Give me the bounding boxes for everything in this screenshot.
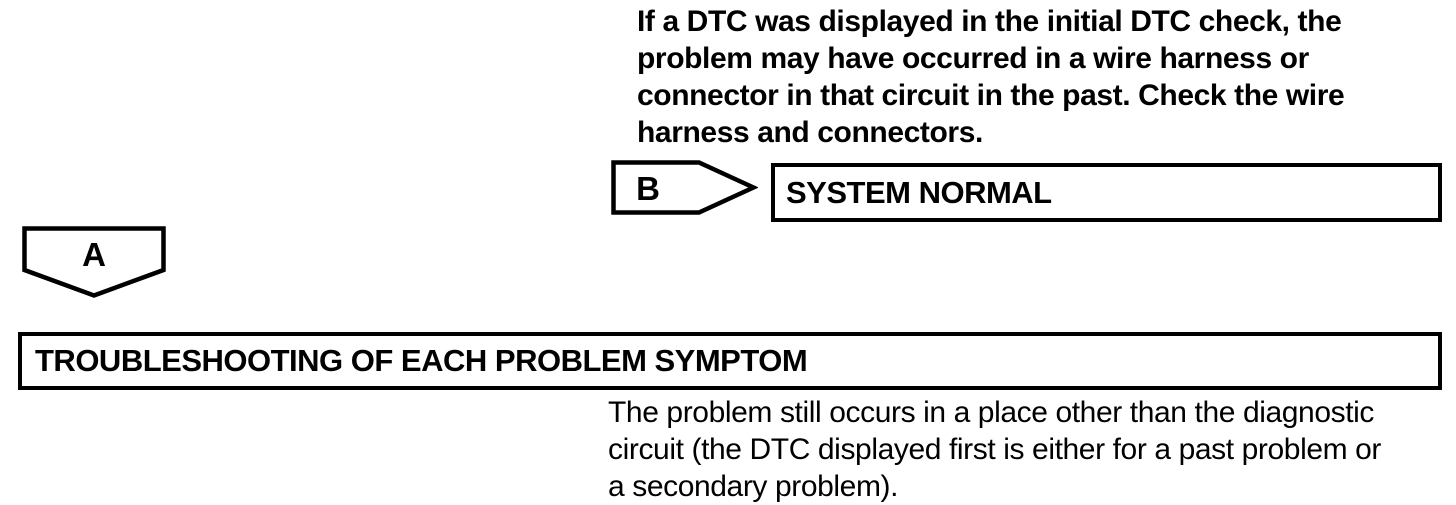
top-note: If a DTC was displayed in the initial DT… bbox=[637, 3, 1345, 151]
top-note-line: harness and connectors. bbox=[637, 116, 983, 149]
connector-a bbox=[22, 226, 166, 298]
bottom-note-line: a secondary problem). bbox=[608, 470, 899, 503]
troubleshooting-box: TROUBLESHOOTING OF EACH PROBLEM SYMPTOM bbox=[18, 332, 1442, 390]
bottom-note-line: The problem still occurs in a place othe… bbox=[608, 396, 1375, 429]
right-arrow-pentagon-icon bbox=[611, 160, 758, 215]
connector-b-label: B bbox=[636, 170, 660, 207]
system-normal-box: SYSTEM NORMAL bbox=[771, 163, 1442, 222]
bottom-note: The problem still occurs in a place othe… bbox=[608, 394, 1381, 505]
top-note-line: connector in that circuit in the past. C… bbox=[637, 79, 1345, 112]
top-note-line: If a DTC was displayed in the initial DT… bbox=[637, 5, 1342, 38]
system-normal-label: SYSTEM NORMAL bbox=[786, 174, 1052, 210]
connector-a-label: A bbox=[82, 236, 106, 273]
troubleshooting-label: TROUBLESHOOTING OF EACH PROBLEM SYMPTOM bbox=[35, 343, 808, 378]
bottom-note-line: circuit (the DTC displayed first is eith… bbox=[608, 433, 1382, 466]
down-arrow-pentagon-icon bbox=[22, 226, 166, 298]
connector-b bbox=[611, 160, 758, 217]
top-note-line: problem may have occurred in a wire harn… bbox=[637, 42, 1309, 75]
